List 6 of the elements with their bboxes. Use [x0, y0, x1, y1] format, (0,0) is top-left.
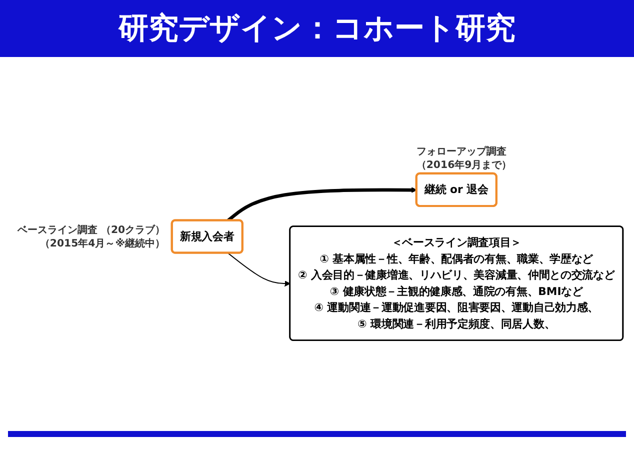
node-caption: （2015年4月～※継続中） [40, 238, 166, 250]
node-caption: フォローアップ調査 [416, 146, 506, 157]
node-caption: （2016年9月まで） [416, 160, 512, 170]
node-caption: ベースライン調査 （20クラブ） [17, 224, 166, 236]
title-banner: 研究デザイン：コホート研究 [0, 0, 634, 57]
arrow [228, 252, 290, 286]
